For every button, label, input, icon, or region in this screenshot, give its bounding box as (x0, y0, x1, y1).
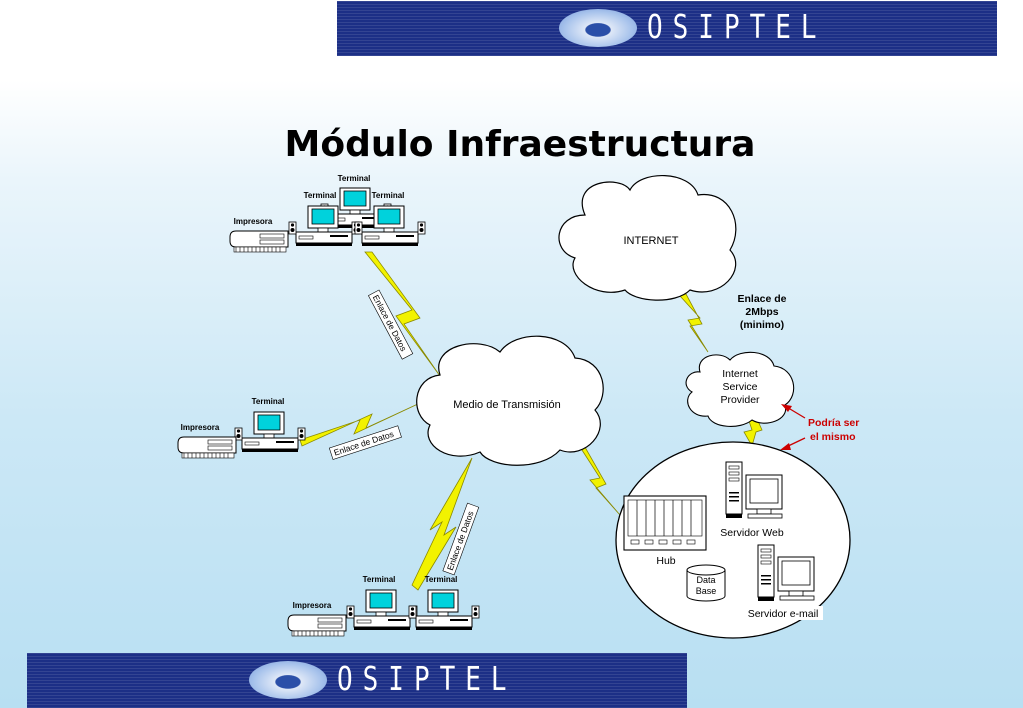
logo-emblem (559, 9, 637, 47)
left-terminal-group: Terminal Impresora (177, 397, 305, 459)
link-bolt-bottom-terminals (411, 457, 473, 591)
link-bolt-internet (679, 293, 709, 353)
enlace-datos-label-left: Enlace de Datos (328, 425, 402, 460)
slide-title: Módulo Infraestructura (284, 124, 756, 165)
link-bolt-left-terminal (299, 402, 421, 447)
hub-label: Hub (656, 555, 675, 567)
hub: Hub (623, 495, 707, 567)
terminal-label: Terminal (304, 191, 337, 200)
isp-label-2: Service (722, 381, 757, 393)
logo-text-footer: OSIPTEL (337, 661, 517, 699)
web-server-label: Servidor Web (720, 527, 784, 539)
note-line2: el mismo (810, 431, 856, 443)
lightning-links (299, 251, 763, 591)
internet-cloud-label: INTERNET (624, 235, 679, 247)
printer-label: Impresora (293, 601, 332, 610)
link-bolt-top-terminals (364, 251, 441, 377)
bottom-terminal-group: Terminal Terminal Impresora (287, 575, 479, 637)
note-podria-ser: Podría ser el mismo (780, 404, 859, 450)
terminal-label: Terminal (363, 575, 396, 584)
mail-server-label: Servidor e-mail (748, 608, 819, 620)
osiptel-logo: OSIPTEL (559, 9, 827, 47)
enlace-2mbps-label: Enlace de 2Mbps (minimo) (737, 293, 786, 331)
server-zone: Hub Data Base Servidor Web Servidor e-ma (615, 441, 851, 639)
mail-server: Servidor e-mail (743, 544, 823, 620)
logo-text: OSIPTEL (647, 9, 827, 47)
enlace-2mbps-line3: (minimo) (740, 319, 784, 331)
enlace-2mbps-line1: Enlace de (737, 293, 786, 305)
printer-label: Impresora (181, 423, 220, 432)
enlace-datos-text: Enlace de Datos (332, 429, 394, 458)
note-line1: Podría ser (808, 417, 859, 429)
db-label-1: Data (696, 575, 715, 585)
terminal-label: Terminal (372, 191, 405, 200)
logo-emblem-footer (249, 661, 327, 699)
footer-banner: OSIPTEL (27, 653, 687, 708)
isp-label-3: Provider (720, 394, 760, 406)
isp-label-1: Internet (722, 368, 758, 380)
printer-label: Impresora (234, 217, 273, 226)
header-banner: OSIPTEL (337, 1, 997, 56)
terminal-label: Terminal (425, 575, 458, 584)
medio-cloud-label: Medio de Transmisión (453, 399, 561, 411)
top-terminal-group: Terminal Terminal Terminal Impresora (229, 174, 425, 253)
db-label-2: Base (696, 586, 717, 596)
medio-transmision-cloud: Medio de Transmisión (416, 335, 604, 466)
terminal-label: Terminal (338, 174, 371, 183)
terminal-label: Terminal (252, 397, 285, 406)
enlace-2mbps-line2: 2Mbps (745, 306, 778, 318)
isp-cloud: Internet Service Provider (685, 351, 795, 427)
database: Data Base (686, 564, 726, 602)
web-server: Servidor Web (720, 461, 784, 539)
osiptel-logo-footer: OSIPTEL (249, 661, 517, 699)
internet-cloud: INTERNET (558, 175, 737, 301)
